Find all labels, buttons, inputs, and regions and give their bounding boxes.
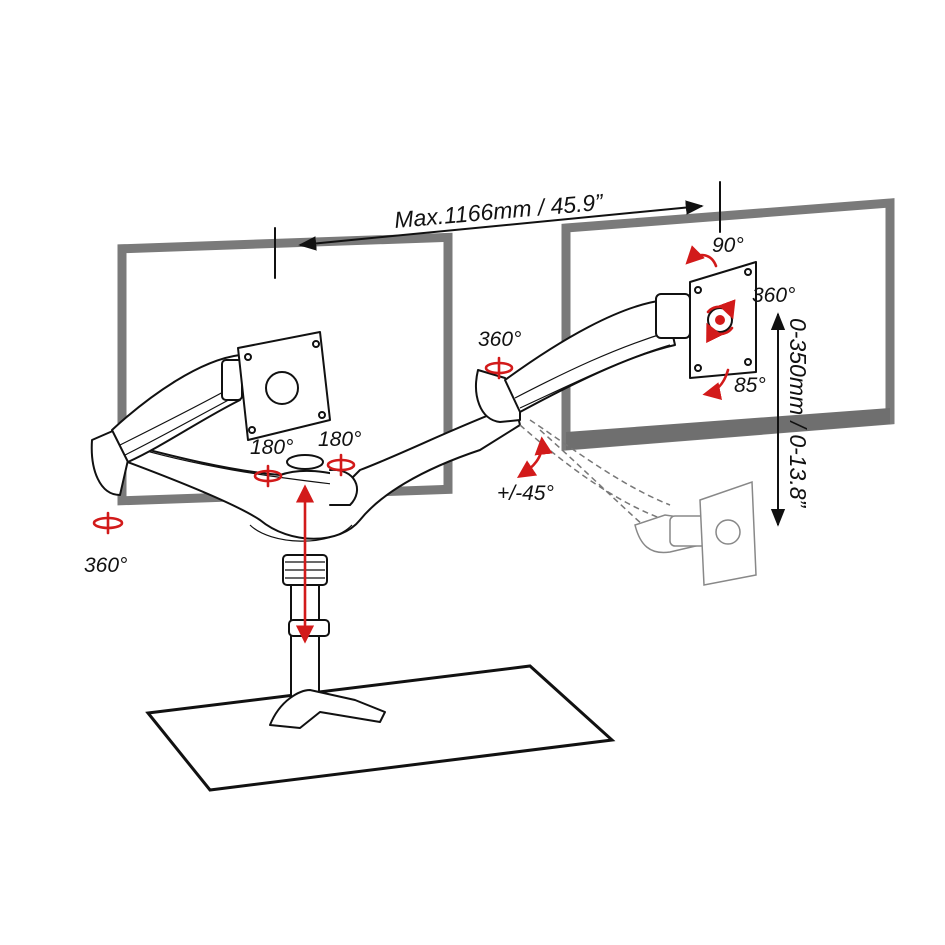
right-arm — [475, 261, 757, 423]
rotation-indicators — [92, 245, 736, 535]
arm-tilt-label: +/-45° — [497, 482, 554, 505]
elbow-rotation-label: 360° — [478, 328, 521, 351]
ghost-lowered-arm — [519, 419, 757, 586]
height-dimension-label: 0-350mm / 0-13.8” — [785, 318, 811, 509]
tilt-down-label: 85° — [734, 374, 766, 397]
desk-base-plate — [145, 664, 616, 792]
width-dimension: Max.1166mm / 45.9” — [274, 181, 721, 279]
height-dimension: 0-350mm / 0-13.8” — [770, 312, 811, 527]
tilt-up-label: 90° — [712, 234, 744, 257]
center-left-swivel-label: 180° — [250, 436, 293, 459]
center-right-swivel-label: 180° — [318, 428, 361, 451]
left-arm — [90, 331, 331, 496]
left-end-rotation-label: 360° — [84, 554, 127, 577]
screen-rotation-label: 360° — [752, 284, 795, 307]
